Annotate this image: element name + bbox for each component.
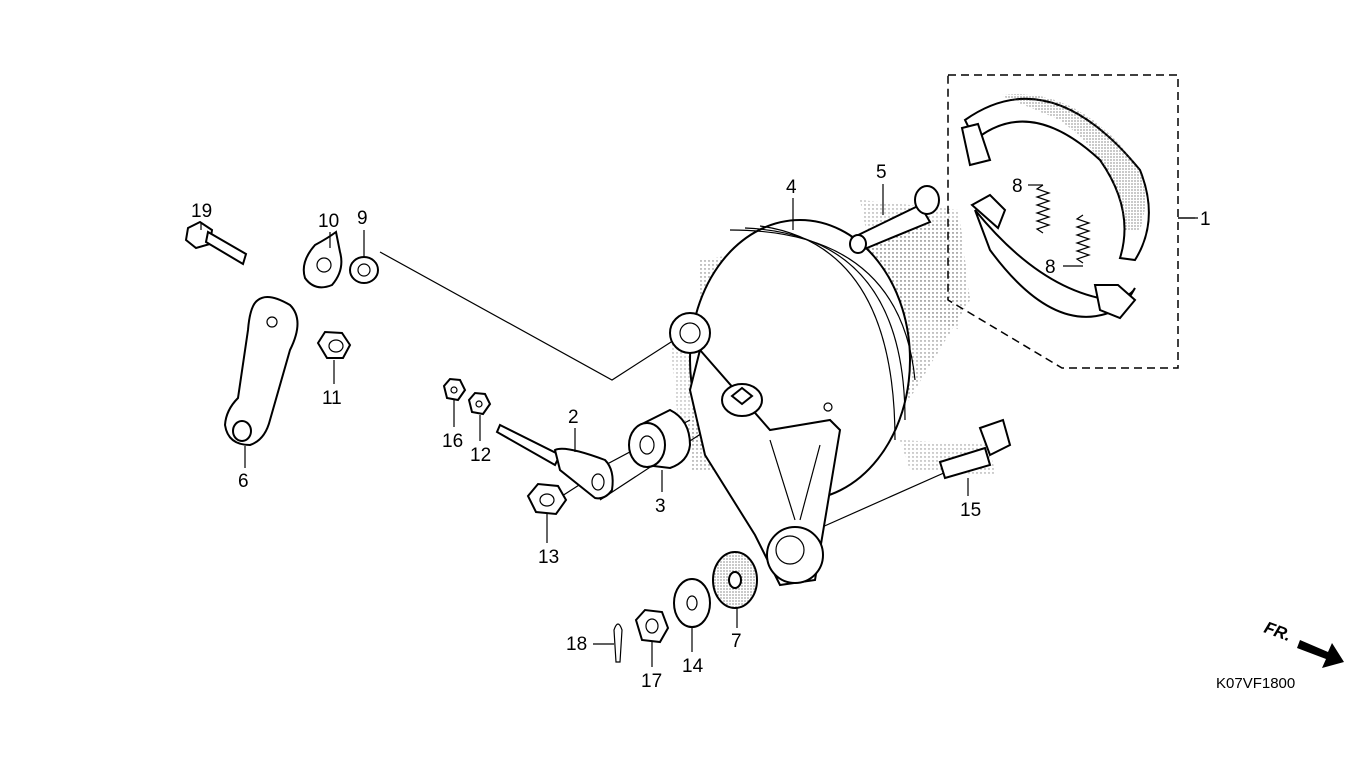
- label-5: 5: [876, 162, 887, 183]
- brake-arm-part-6: [223, 295, 299, 447]
- front-direction-indicator: FR.: [1262, 618, 1344, 668]
- label-leaders: [200, 184, 1195, 667]
- nut-part-12: [467, 391, 492, 416]
- label-11: 11: [322, 388, 342, 409]
- label-12: 12: [470, 445, 491, 466]
- front-label: FR.: [1262, 618, 1294, 645]
- collar-part-3: [628, 408, 692, 470]
- part-labels: 1 2 3 4 5 6 7 8 8 9 10 11 12 13 14 15 16…: [191, 162, 1211, 692]
- label-14: 14: [682, 656, 704, 677]
- label-19: 19: [191, 201, 212, 222]
- nut-part-17: [634, 608, 670, 644]
- label-6: 6: [238, 471, 249, 492]
- nut-part-13: [526, 482, 568, 516]
- label-18: 18: [566, 634, 587, 655]
- label-4: 4: [786, 177, 797, 198]
- drawing-code: K07VF1800: [1216, 675, 1295, 692]
- cam-part-5: [849, 185, 940, 254]
- label-8b: 8: [1045, 257, 1056, 278]
- label-16: 16: [442, 431, 463, 452]
- cotter-pin-part-18: [613, 623, 623, 663]
- label-1: 1: [1200, 209, 1211, 230]
- bolt-part-15: [938, 418, 1012, 480]
- nut-part-16: [442, 377, 467, 402]
- brake-shoe-set-part-1: [947, 74, 1179, 369]
- label-17: 17: [641, 671, 662, 692]
- seal-part-9: [349, 256, 379, 284]
- label-13: 13: [538, 547, 559, 568]
- label-2: 2: [568, 407, 579, 428]
- label-3: 3: [655, 496, 666, 517]
- nut-part-11: [316, 330, 352, 359]
- front-arrow-icon: [1297, 640, 1344, 668]
- label-15: 15: [960, 500, 981, 521]
- label-9: 9: [357, 208, 368, 229]
- washer-part-14: [673, 578, 711, 628]
- plate-part-10: [302, 230, 343, 289]
- washer-part-7: [712, 551, 758, 609]
- brake-panel-part-4: [669, 219, 916, 587]
- label-10: 10: [318, 211, 339, 232]
- label-7: 7: [731, 631, 742, 652]
- label-8a: 8: [1012, 176, 1023, 197]
- bolt-part-19: [184, 220, 248, 266]
